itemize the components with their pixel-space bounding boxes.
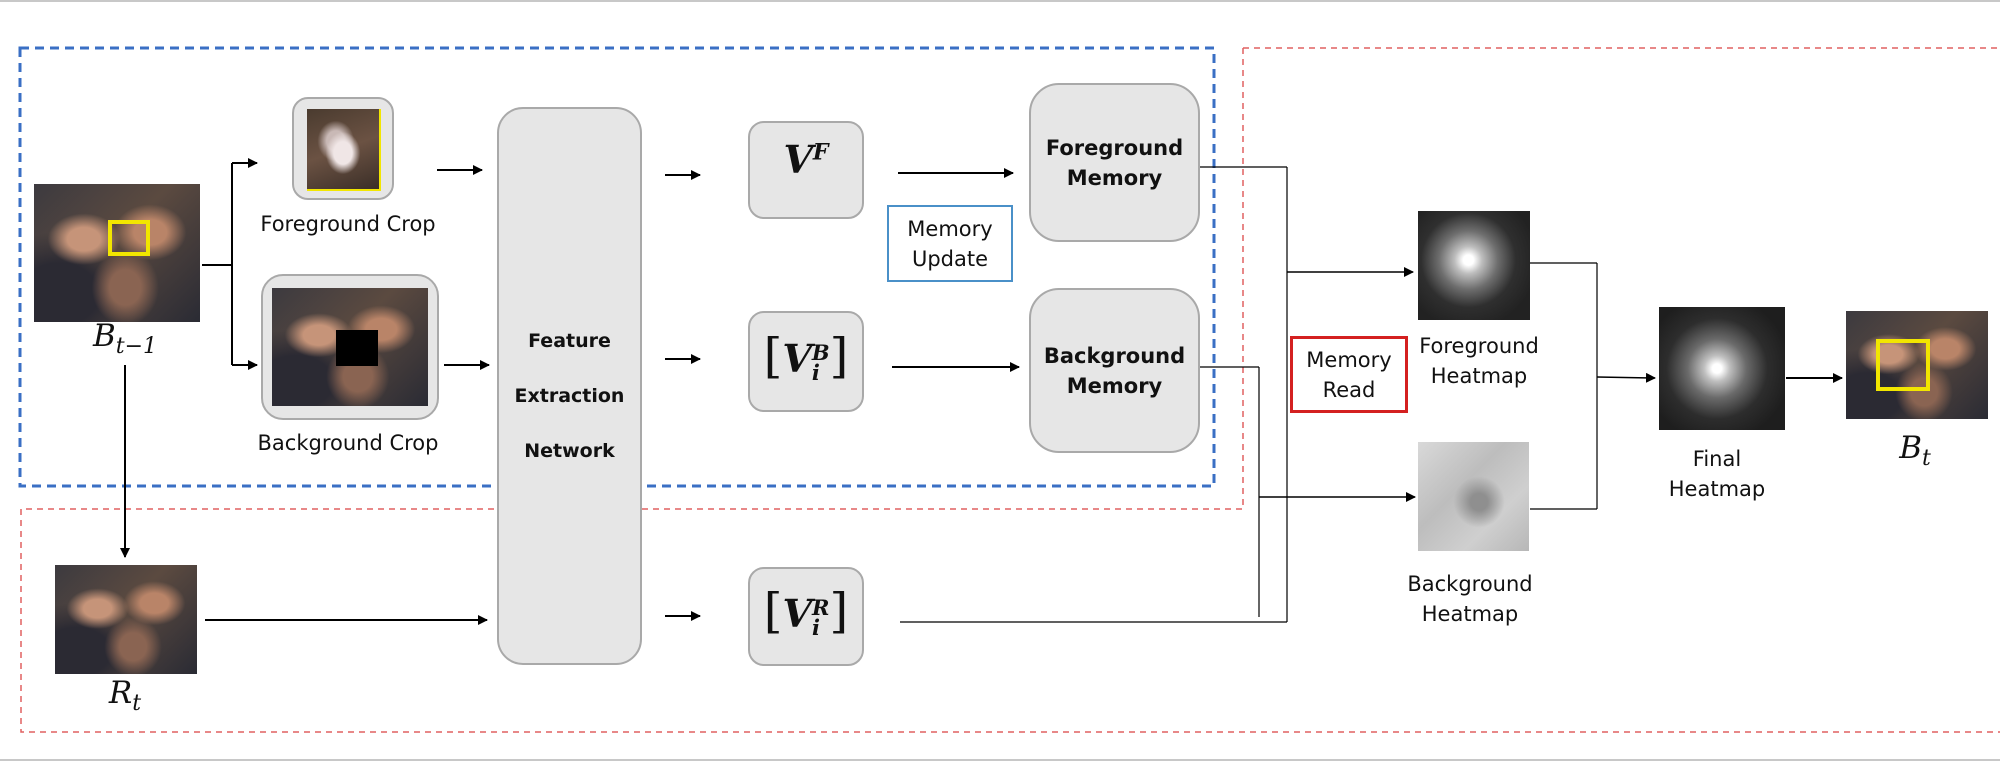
feature-extraction-label-line2: Extraction [514, 385, 625, 407]
output-bounding-box [1876, 339, 1930, 391]
background-memory-box [1029, 288, 1200, 453]
background-heatmap-label-line1: Background [1407, 572, 1533, 596]
r-t-label: Rt [108, 675, 142, 717]
memory-read-box [1290, 336, 1408, 413]
background-heatmap-image [1418, 442, 1529, 551]
memory-read-region [20, 47, 2000, 733]
memory-read-label-line1: Memory [1306, 348, 1392, 372]
vf-feature-box [748, 121, 864, 219]
feature-extraction-label-line3: Network [524, 440, 615, 462]
final-heatmap-label-line2: Heatmap [1668, 477, 1766, 501]
output-frame-image [1846, 311, 1988, 419]
final-heatmap-label-line1: Final [1692, 447, 1742, 471]
top-border [0, 0, 2000, 2]
arrow [1596, 372, 1656, 383]
background-crop-image [272, 288, 428, 406]
background-memory-label-line2: Memory [1066, 374, 1163, 398]
feature-extraction-label-line1: Feature [528, 330, 611, 352]
background-crop-label: Background Crop [257, 431, 439, 455]
feature-extraction-network-box [497, 107, 642, 665]
foreground-heatmap-image [1418, 211, 1530, 320]
bottom-border [0, 759, 2000, 761]
foreground-memory-label-line1: Foreground [1045, 136, 1184, 160]
memory-update-label-line2: Update [911, 247, 989, 271]
background-heatmap-label-line2: Heatmap [1421, 602, 1519, 626]
foreground-crop-label: Foreground Crop [260, 212, 436, 236]
memory-update-label-line1: Memory [907, 217, 993, 241]
vb-feature-box [748, 311, 864, 412]
b-prev-label: Bt−1 [92, 318, 158, 360]
current-frame-image [55, 565, 197, 674]
vf-label: VF [783, 137, 829, 182]
background-memory-label-line1: Background [1043, 344, 1186, 368]
memory-read-label-line2: Read [1322, 378, 1376, 402]
bounding-box [108, 220, 150, 256]
b-t-label: Bt [1899, 430, 1931, 472]
masked-foreground-region [336, 330, 378, 366]
background-crop-box [261, 274, 439, 420]
foreground-heatmap-label-line1: Foreground [1419, 334, 1539, 358]
vr-feature-box [748, 567, 864, 666]
foreground-crop-box [292, 97, 394, 200]
previous-frame-image [34, 184, 200, 322]
final-heatmap-image [1659, 307, 1785, 430]
memory-update-box [887, 205, 1013, 282]
foreground-memory-label-line2: Memory [1066, 166, 1163, 190]
foreground-heatmap-label-line2: Heatmap [1430, 364, 1528, 388]
foreground-memory-box [1029, 83, 1200, 242]
foreground-crop-image [307, 109, 381, 191]
